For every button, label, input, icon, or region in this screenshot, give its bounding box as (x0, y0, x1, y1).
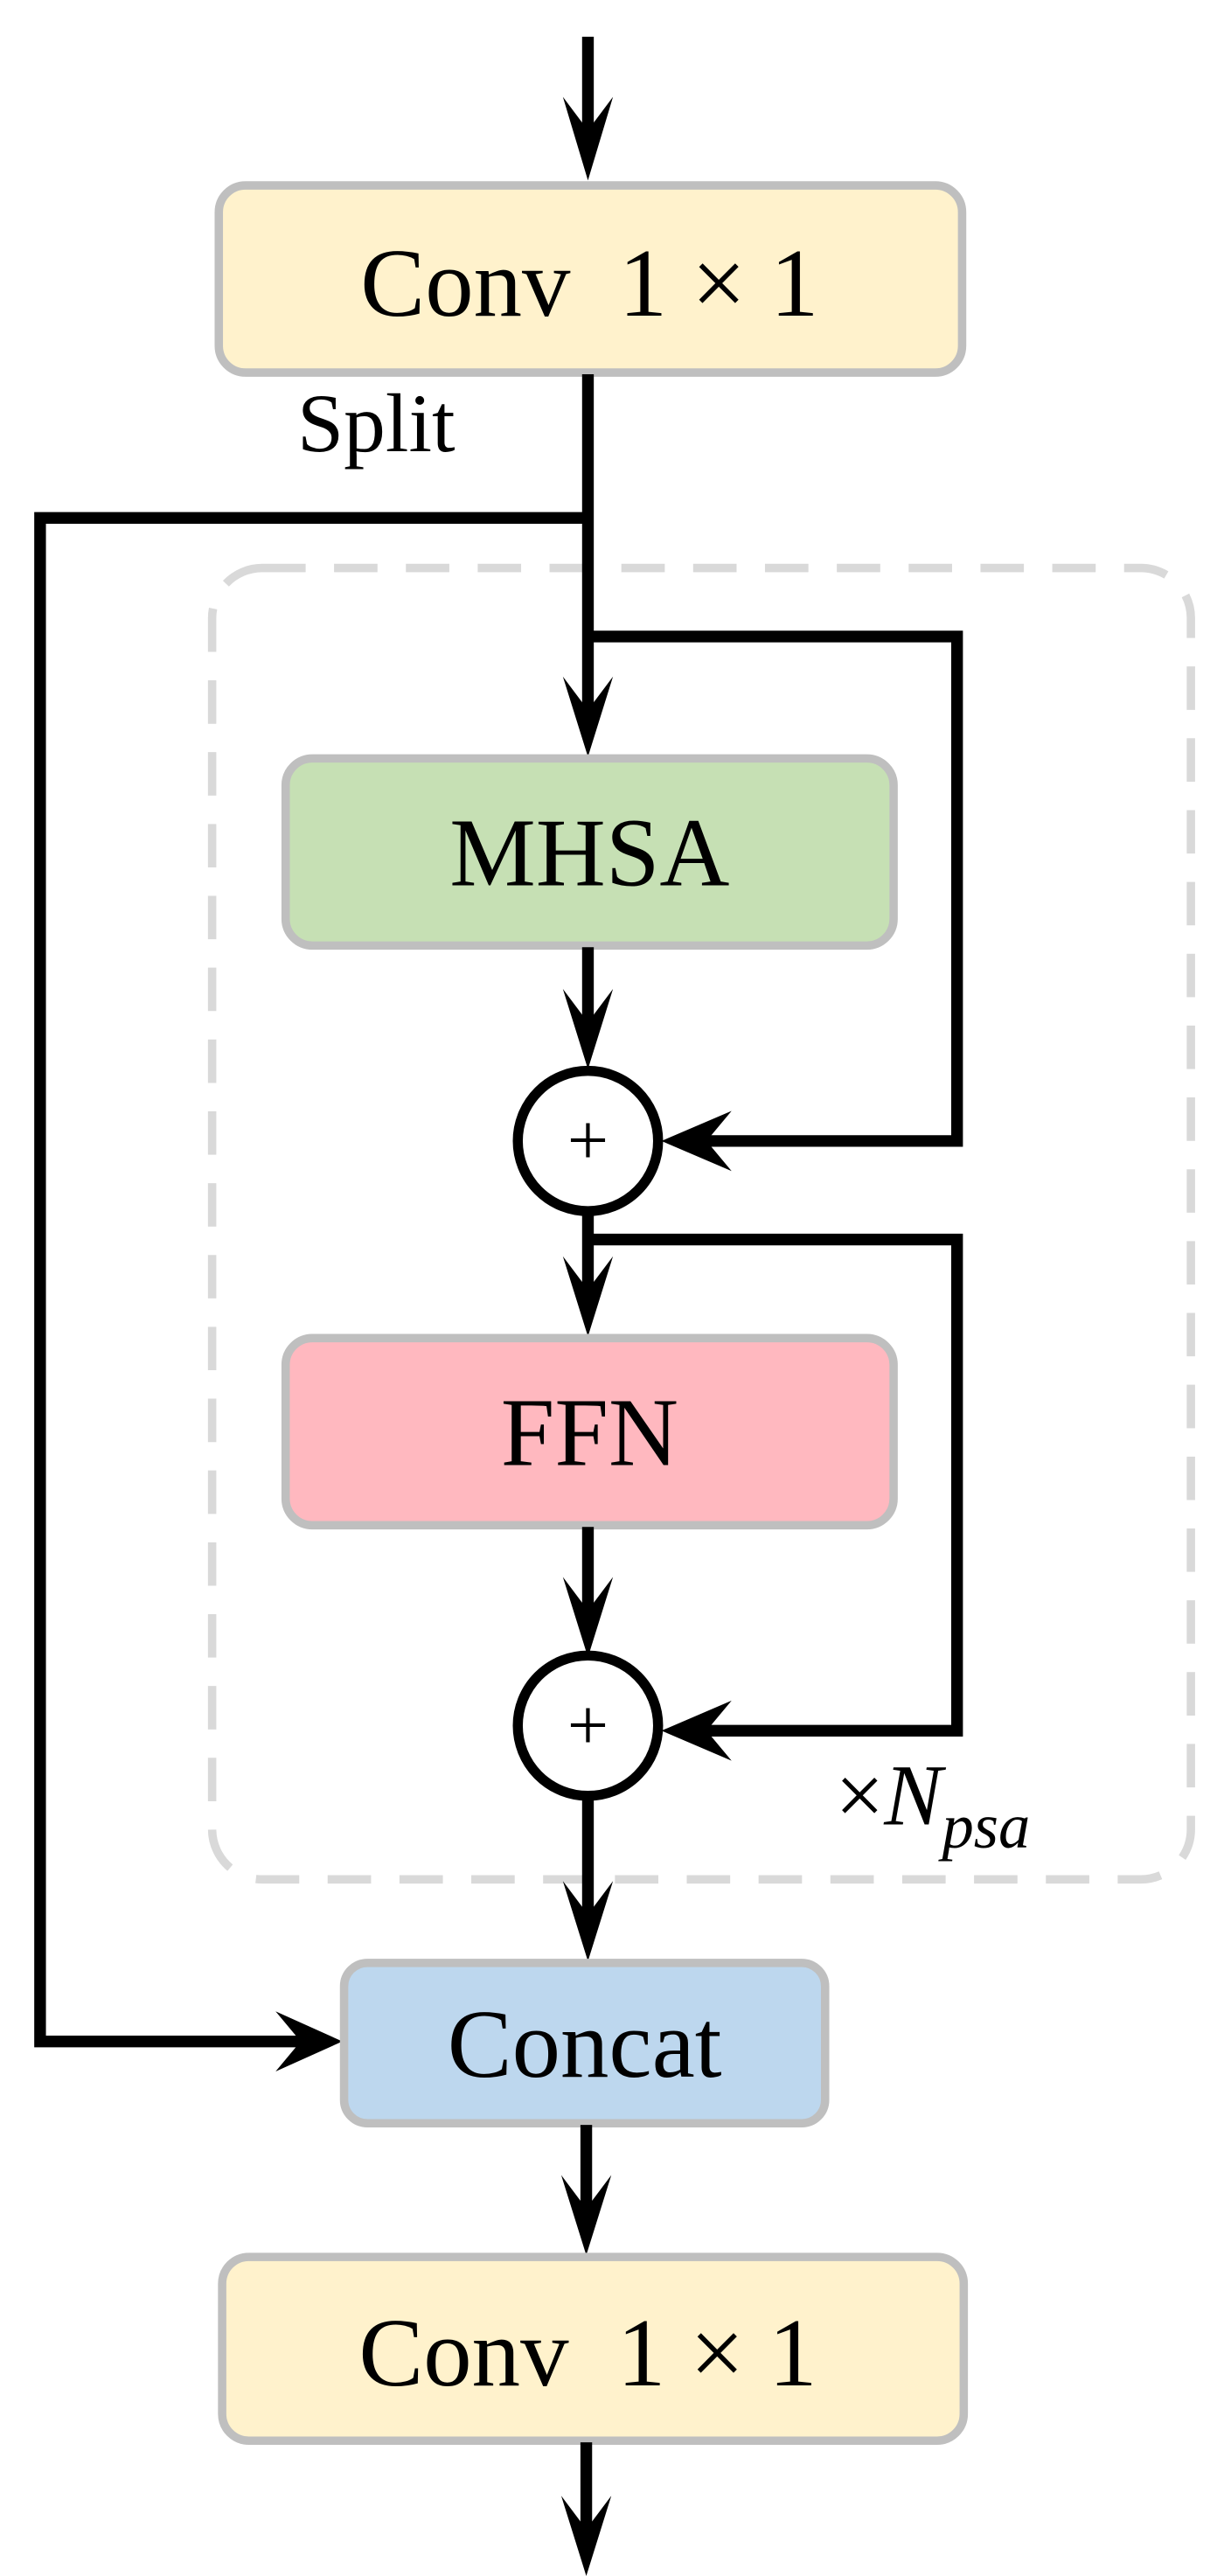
conv-in-node: Conv 1 × 1 (214, 181, 967, 377)
mhsa-arrowhead (562, 676, 614, 757)
mhsa-node: MHSA (281, 754, 898, 950)
repeat-times-symbol: × (835, 1747, 884, 1843)
repeat-subscript: psa (938, 1791, 1031, 1862)
conv-in-label: Conv 1 × 1 (360, 229, 818, 337)
split-bypass-edge (34, 512, 588, 2072)
output-arrow (560, 2442, 612, 2576)
conv-out-node: Conv 1 × 1 (218, 2252, 969, 2446)
input-arrow (562, 37, 614, 181)
repeat-count-label: ×Npsa (835, 1747, 1030, 1862)
ffn-arrowhead (562, 1256, 614, 1337)
ffn-label: FFN (501, 1379, 678, 1486)
ffn-box (281, 1333, 898, 1530)
concat-box (339, 1959, 830, 2128)
add1-plus-icon: + (567, 1100, 609, 1181)
conv-in-box (214, 181, 967, 377)
repeat-group-border (207, 563, 1195, 1884)
add1-node: + (512, 1065, 664, 1216)
mhsa-label: MHSA (449, 799, 729, 907)
residual-edge-1 (588, 630, 963, 1172)
ffn-node: FFN (281, 1333, 898, 1530)
add2-plus-icon: + (567, 1684, 609, 1765)
conv-out-arrowhead (560, 2175, 612, 2256)
mhsa-box (281, 754, 898, 950)
add1-arrowhead (562, 989, 614, 1069)
repeat-n-symbol: N (883, 1747, 946, 1843)
split-label: Split (297, 377, 455, 470)
concat-node: Concat (339, 1959, 830, 2128)
add2-arrowhead (562, 1577, 614, 1658)
conv-out-label: Conv 1 × 1 (358, 2299, 817, 2406)
residual-edge-2 (588, 1233, 963, 1761)
concat-label: Concat (448, 1990, 722, 2098)
concat-arrowhead (562, 1881, 614, 1961)
add2-node: + (512, 1650, 664, 1801)
conv-out-box (218, 2252, 969, 2446)
